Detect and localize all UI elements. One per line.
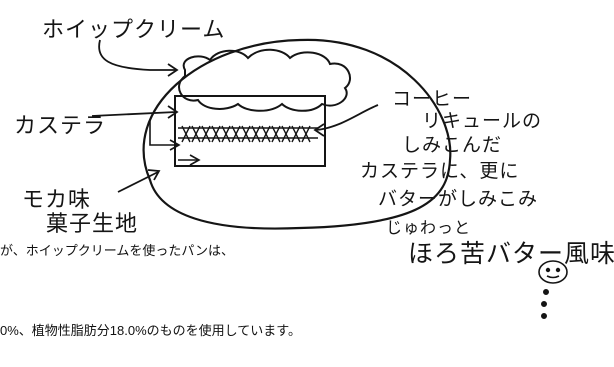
- arrow-cream: [98, 39, 179, 77]
- bread-outline: [142, 38, 452, 230]
- label-mocha-dough-1: モカ味: [22, 188, 92, 213]
- arrow-castella: [91, 105, 179, 119]
- coffee-note-line-2: リキュールの: [422, 110, 543, 132]
- coffee-note-line-3: しみこんだ: [402, 134, 503, 156]
- label-mocha-dough-2: 菓子生地: [46, 212, 139, 237]
- arrow-coffee: [313, 104, 379, 137]
- coffee-note-line-4: カステラに、更に: [360, 160, 520, 182]
- cream-cloud: [178, 48, 351, 112]
- thinking-bubble: [538, 260, 568, 319]
- label-castella: カステラ: [14, 114, 107, 139]
- body-text-line-1: が、ホイップクリームを使ったパンは、: [0, 243, 235, 258]
- body-text-line-2: 0%、植物性脂肪分18.0%のものを使用しています。: [0, 323, 301, 338]
- label-whipped-cream: ホイップクリーム: [42, 18, 226, 43]
- label-bitter-butter: ほろ苦バター風味: [408, 239, 614, 268]
- arrow-mocha: [117, 169, 161, 193]
- coffee-note-line-6: じゅわっと: [386, 218, 472, 237]
- castella-layer: [174, 95, 326, 167]
- soaked-band: [178, 125, 318, 143]
- coffee-note-line-1: コーヒー: [392, 88, 473, 110]
- arrow-inner: [149, 120, 201, 166]
- coffee-note-line-5: バターがしみこみ: [378, 188, 539, 210]
